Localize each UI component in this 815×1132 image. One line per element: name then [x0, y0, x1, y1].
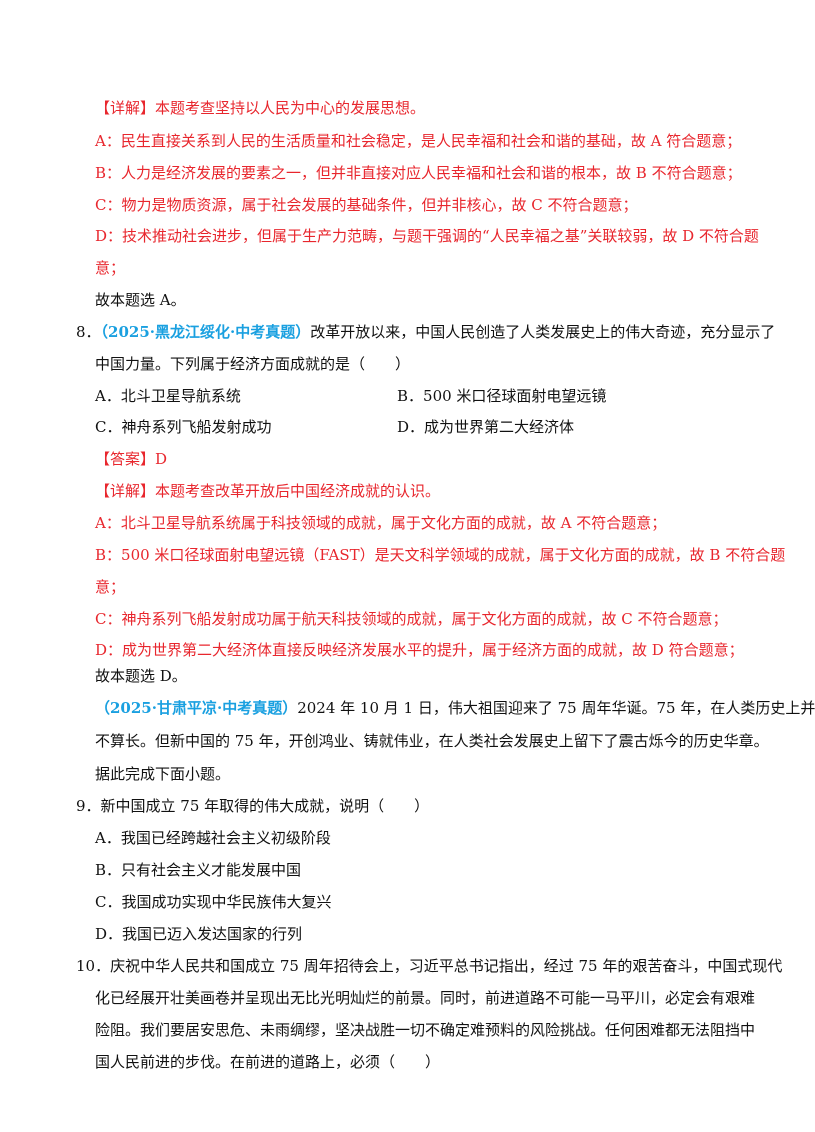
q8-stem-line1: 8．（2025·黑龙江绥化·中考真题）改革开放以来，中国人民创造了人类发展史上的…: [76, 323, 776, 341]
q8-explain-c: C：神舟系列飞船发射成功属于航天科技领域的成就，属于文化方面的成就，故 C 不符…: [95, 610, 728, 628]
q7-conclusion: 故本题选 A。: [95, 291, 186, 309]
q7-explain-intro: 【详解】本题考查坚持以人民为中心的发展思想。: [95, 99, 426, 117]
explain-tag: 【详解】: [95, 482, 156, 500]
explain-tag: 【详解】: [95, 99, 156, 117]
q10-stem-line2: 化已经展开壮美画卷并呈现出无比光明灿烂的前景。同时，前进道路不可能一马平川，必定…: [95, 989, 756, 1007]
q10-stem-line4: 国人民前进的步伐。在前进的道路上，必须（ ）: [95, 1053, 441, 1071]
q9-option-c: C．我国成功实现中华民族伟大复兴: [95, 893, 332, 911]
question-source: （2025·黑龙江绥化·中考真题）: [100, 323, 311, 341]
q7-explain-b: B：人力是经济发展的要素之一，但并非直接对应人民幸福和社会和谐的根本，故 B 不…: [95, 164, 742, 182]
q8-option-d: D．成为世界第二大经济体: [397, 418, 575, 436]
q8-answer: 【答案】D: [95, 449, 167, 469]
question-number: 8．: [76, 323, 101, 341]
q10-stem-line1: 10．庆祝中华人民共和国成立 75 周年招待会上，习近平总书记指出，经过 75 …: [76, 957, 783, 975]
q9-option-d: D．我国已迈入发达国家的行列: [95, 925, 303, 943]
q8-conclusion: 故本题选 D。: [95, 667, 187, 685]
q8-stem-line2: 中国力量。下列属于经济方面成就的是（ ）: [95, 355, 411, 373]
q9-option-a: A．我国已经跨越社会主义初级阶段: [95, 829, 331, 847]
q7-explain-d-line2: 意；: [95, 259, 126, 277]
passage-line3: 据此完成下面小题。: [95, 765, 231, 783]
q8-option-c: C．神舟系列飞船发射成功: [95, 418, 272, 436]
q7-explain-a: A：民生直接关系到人民的生活质量和社会稳定，是人民幸福和社会和谐的基础，故 A …: [95, 132, 742, 150]
q8-explain-b-line2: 意；: [95, 578, 126, 596]
passage-line1: （2025·甘肃平凉·中考真题）2024 年 10 月 1 日，伟大祖国迎来了 …: [95, 699, 815, 717]
q8-explain-b-line1: B：500 米口径球面射电望远镜（FAST）是天文科学领域的成就，属于文化方面的…: [95, 546, 786, 564]
answer-value: D: [155, 450, 168, 468]
answer-tag: 【答案】: [95, 450, 156, 468]
passage-source: （2025·甘肃平凉·中考真题）: [95, 699, 298, 717]
q8-explain-d: D：成为世界第二大经济体直接反映经济发展水平的提升，属于经济方面的成就，故 D …: [95, 641, 744, 659]
q7-explain-c: C：物力是物质资源，属于社会发展的基础条件，但并非核心，故 C 不符合题意；: [95, 196, 638, 214]
q9-stem: 9．新中国成立 75 年取得的伟大成就，说明（ ）: [76, 797, 430, 815]
passage-line2: 不算长。但新中国的 75 年，开创鸿业、铸就伟业，在人类社会发展史上留下了震古烁…: [95, 732, 769, 750]
q8-explain-intro: 【详解】本题考查改革开放后中国经济成就的认识。: [95, 482, 441, 500]
q10-stem-line3: 险阻。我们要居安思危、未雨绸缪，坚决战胜一切不确定难预料的风险挑战。任何困难都无…: [95, 1021, 756, 1039]
q8-explain-a: A：北斗卫星导航系统属于科技领域的成就，属于文化方面的成就，故 A 不符合题意；: [95, 514, 667, 532]
q8-option-b: B．500 米口径球面射电望远镜: [397, 387, 607, 405]
q9-option-b: B．只有社会主义才能发展中国: [95, 861, 302, 879]
q7-explain-d-line1: D：技术推动社会进步，但属于生产力范畴，与题干强调的“人民幸福之基”关联较弱，故…: [95, 227, 759, 245]
q8-option-a: A．北斗卫星导航系统: [95, 387, 241, 405]
